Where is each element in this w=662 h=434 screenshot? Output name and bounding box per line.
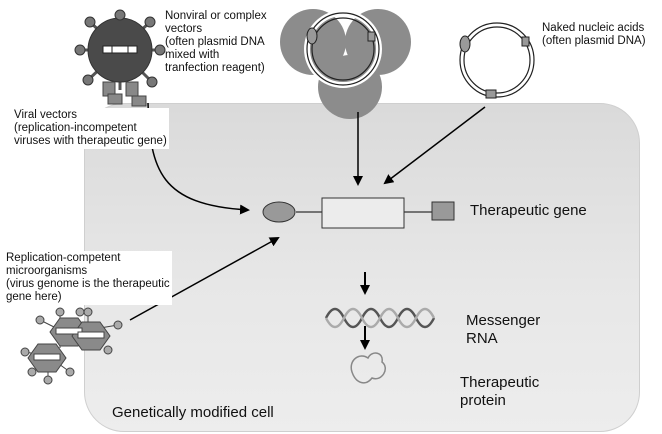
microorganism-arrow xyxy=(129,237,280,321)
nonviral-complex-icon xyxy=(280,9,411,119)
therapeutic-gene-construct xyxy=(262,197,455,229)
viral-vectors-label: Viral vectors (replication-incompetent v… xyxy=(12,108,169,149)
replication-competent-label: Replication-competent microorganisms (vi… xyxy=(4,251,172,305)
messenger-rna-label: Messenger RNA xyxy=(466,312,541,347)
therapeutic-gene-label: Therapeutic gene xyxy=(470,202,587,219)
naked-nucleic-acids-label: Naked nucleic acids (often plasmid DNA) xyxy=(542,22,646,47)
messenger-rna-icon xyxy=(324,307,436,329)
naked-dna-arrow xyxy=(383,106,486,185)
genetically-modified-cell-label: Genetically modified cell xyxy=(112,404,274,421)
replication-competent-microorganisms-icon xyxy=(20,307,123,385)
naked-plasmid-icon xyxy=(459,22,535,99)
genetically-modified-cell xyxy=(84,103,640,432)
therapeutic-protein-icon xyxy=(350,352,386,384)
nonviral-vectors-label: Nonviral or complex vectors (often plasm… xyxy=(165,10,267,74)
therapeutic-protein-label: Therapeutic protein xyxy=(460,374,540,409)
viral-vector-particle-icon xyxy=(74,9,166,107)
